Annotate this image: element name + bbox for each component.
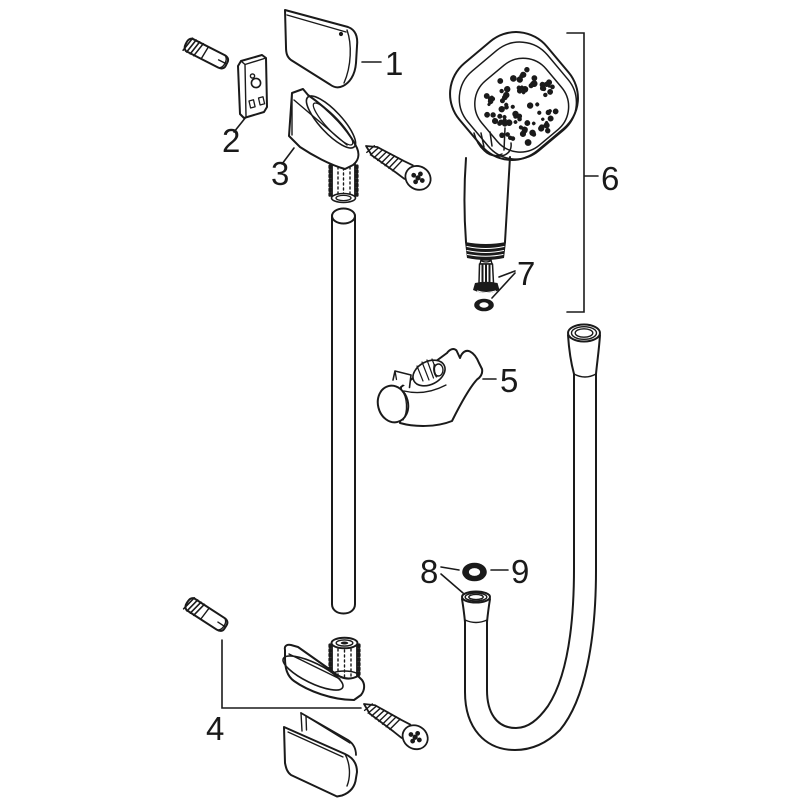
hose-connector-lower — [461, 590, 491, 624]
rail-end-bracket-top — [288, 88, 360, 204]
knurl-insert-top — [328, 163, 359, 204]
shower-handle — [463, 156, 511, 243]
callout-8-leader — [440, 566, 464, 594]
shower-pivot-joint — [473, 127, 512, 157]
callout-label-2: 2 — [222, 122, 240, 159]
slider-end-cap — [376, 384, 410, 424]
callout-label-3: 3 — [271, 155, 289, 192]
filter-insert-with-seal — [473, 257, 500, 312]
wall-rail-bar — [331, 207, 356, 615]
callout-3-leader — [281, 147, 295, 165]
hand-shower — [449, 31, 579, 260]
cover-cap-hole — [338, 31, 344, 37]
wall-mount-plate — [237, 54, 268, 119]
filter-skirt — [473, 281, 500, 293]
callout-label-9: 9 — [511, 553, 529, 590]
plate-keyhole — [250, 77, 262, 89]
shower-holder-slider — [376, 348, 484, 427]
shower-head-mid-rim — [458, 41, 578, 160]
knurl-insert-bottom — [328, 636, 361, 682]
callout-2-leader — [233, 116, 247, 133]
hose-connector-upper — [567, 323, 601, 378]
hose-tube — [464, 373, 597, 751]
rail-bracket-cover-cap-bottom — [283, 712, 358, 798]
callout-7-leader — [491, 270, 516, 299]
slider-clip-tab — [392, 370, 412, 389]
callout-label-6: 6 — [601, 160, 619, 197]
rail-bracket-cover-cap-top — [284, 9, 359, 89]
callout-label-4: 4 — [206, 710, 224, 747]
callout-label-1: 1 — [385, 45, 403, 82]
callout-4-leader — [221, 639, 362, 709]
cover-front-wall — [283, 726, 358, 798]
rail-end-bracket-bottom — [282, 636, 366, 701]
shower-head-outer-rim — [449, 31, 579, 161]
callout-label-5: 5 — [500, 362, 518, 399]
shower-hose — [461, 323, 601, 751]
callout-6-bracket — [566, 32, 599, 313]
handle-thread-band — [465, 242, 506, 260]
callout-label-8: 8 — [420, 553, 438, 590]
callout-label-7: 7 — [517, 255, 535, 292]
spray-dots — [483, 66, 559, 146]
